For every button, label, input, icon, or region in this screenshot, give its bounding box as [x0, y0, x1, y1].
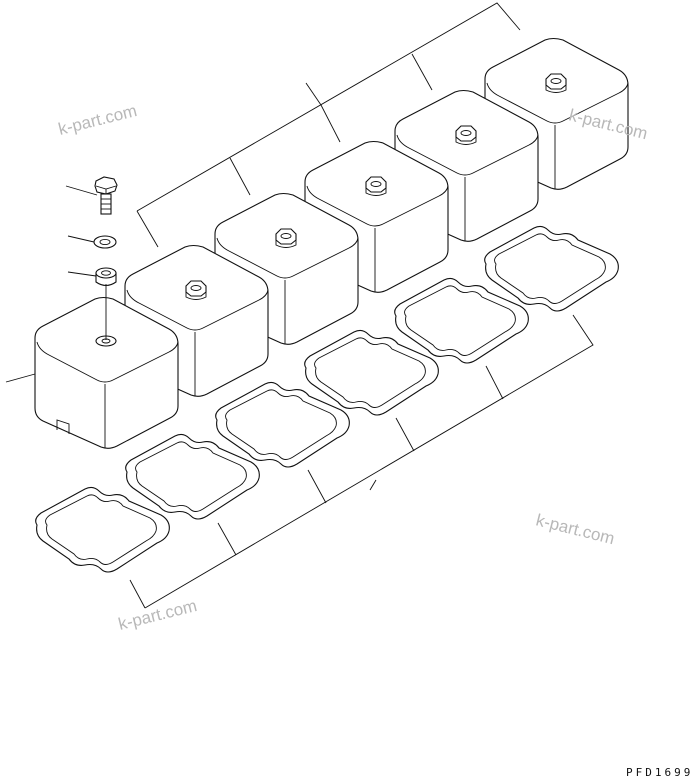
gasket-inner — [45, 494, 157, 565]
gasket-outer — [484, 225, 619, 312]
watermark-4: k-part.com — [116, 596, 199, 634]
gasket-outer — [35, 486, 170, 573]
gasket-5 — [394, 277, 529, 364]
gasket-inner — [494, 233, 606, 304]
bolt-head-top — [550, 78, 562, 84]
gasket-3 — [215, 381, 350, 468]
bolt-head-top — [280, 233, 292, 239]
gasket-4 — [304, 329, 439, 416]
bolt-head — [185, 280, 207, 297]
gasket-inner — [404, 285, 516, 356]
watermark-3: k-part.com — [534, 510, 617, 548]
gasket-inner — [225, 389, 337, 460]
drawing-code: PFD1699 — [626, 766, 692, 779]
cover-top-edge — [216, 237, 359, 279]
gasket-2 — [125, 433, 260, 520]
bolt-head-top — [190, 285, 202, 291]
cover-bracket-lines — [136, 2, 521, 248]
bolt-head — [365, 176, 387, 193]
bolt-washer — [455, 137, 477, 145]
valve-cover-gaskets — [35, 225, 619, 573]
bolt-washer — [185, 292, 207, 300]
bolt-washer — [545, 85, 567, 93]
bolt-washer — [275, 240, 297, 248]
bolt-head-top — [370, 181, 382, 187]
bolt-head-top — [460, 130, 472, 136]
bolt-head — [275, 228, 297, 245]
cover-body — [34, 296, 179, 449]
gasket-bracket-lines — [129, 314, 594, 609]
bolt-head — [455, 125, 477, 142]
cover-top-edge — [396, 134, 539, 176]
gasket-inner — [314, 337, 426, 408]
cover-notch — [56, 419, 70, 434]
cover-top-edge — [486, 82, 629, 124]
bolt — [65, 176, 118, 215]
valve-cover-1 — [34, 296, 179, 449]
gasket-inner — [135, 441, 247, 512]
cover-top-edge — [306, 185, 449, 227]
watermark-1: k-part.com — [56, 101, 139, 139]
bolt-washer — [365, 188, 387, 196]
valve-covers — [34, 37, 629, 449]
cover-top-edge — [36, 341, 179, 383]
front-cover-leader — [5, 373, 36, 383]
seal — [67, 267, 117, 340]
gasket-1 — [35, 486, 170, 573]
washer — [67, 235, 117, 249]
cover-top-edge — [126, 289, 269, 331]
gasket-6 — [484, 225, 619, 312]
bolt-head — [545, 73, 567, 90]
